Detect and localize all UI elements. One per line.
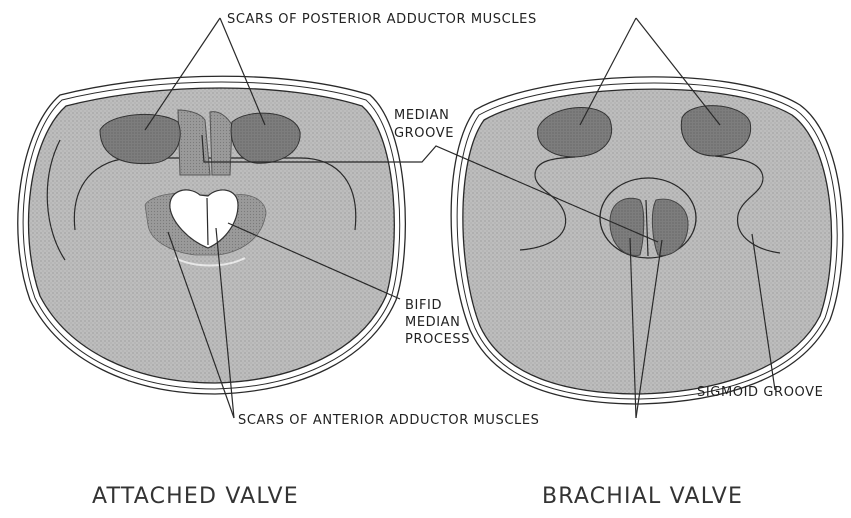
label-bifid-3: PROCESS	[405, 332, 470, 347]
label-anterior-scars: SCARS OF ANTERIOR ADDUCTOR MUSCLES	[238, 413, 540, 428]
label-median-groove-2: GROOVE	[394, 126, 454, 141]
attached-valve	[18, 76, 406, 394]
label-sigmoid-groove: SIGMOID GROOVE	[697, 385, 823, 400]
brachial-valve	[451, 77, 843, 404]
label-bifid-1: BIFID	[405, 298, 442, 313]
caption-brachial-valve: BRACHIAL VALVE	[542, 484, 743, 509]
label-median-groove-1: MEDIAN	[394, 108, 450, 123]
label-bifid-2: MEDIAN	[405, 315, 461, 330]
label-posterior-scars: SCARS OF POSTERIOR ADDUCTOR MUSCLES	[227, 12, 537, 27]
attached-median-ridge-right	[210, 112, 232, 175]
brachial-posterior-scar-right	[681, 106, 750, 156]
caption-attached-valve: ATTACHED VALVE	[92, 484, 299, 509]
attached-median-ridge	[178, 110, 210, 175]
